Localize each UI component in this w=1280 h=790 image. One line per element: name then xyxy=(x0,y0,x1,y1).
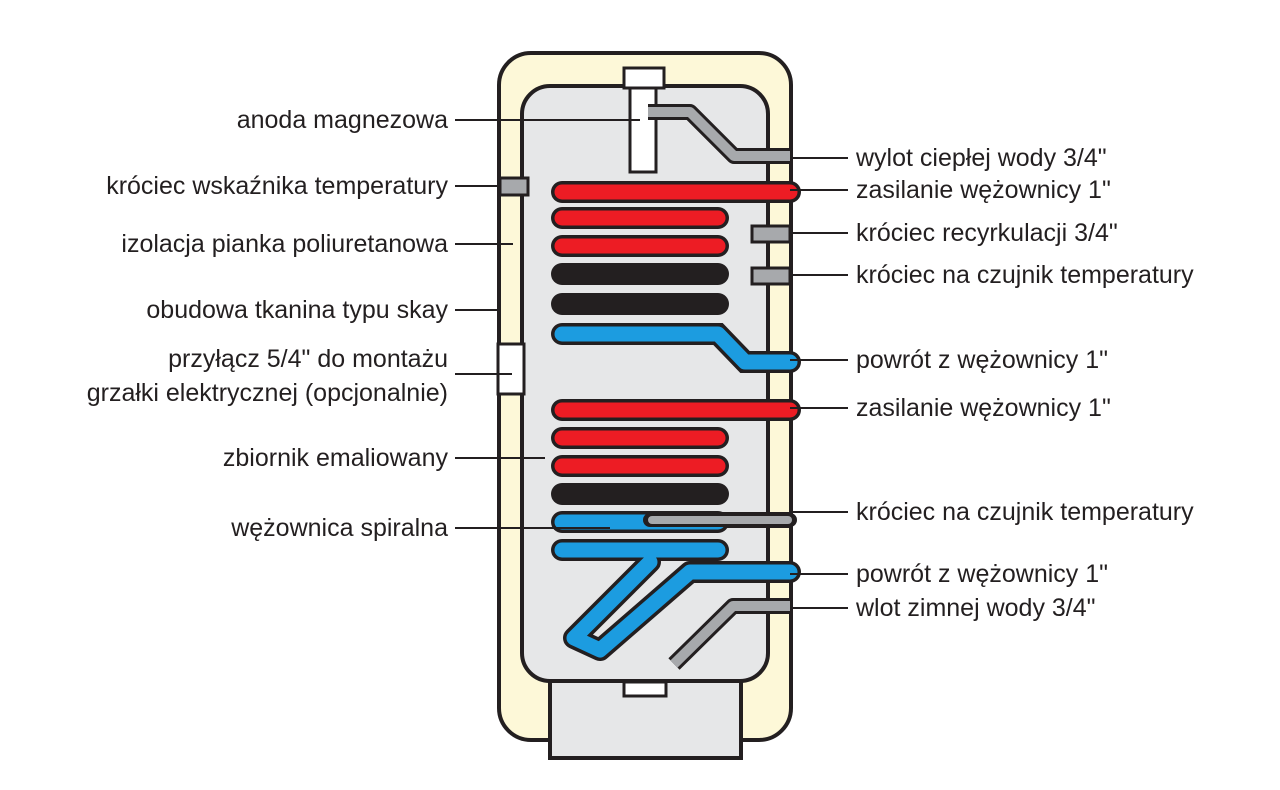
leader-lines-right xyxy=(790,157,848,609)
lower-coil xyxy=(551,399,801,661)
label-lower-coil-supply: zasilanie wężownicy 1" xyxy=(856,394,1111,422)
label-upper-coil-return: powrót z wężownicy 1" xyxy=(856,346,1108,374)
label-recirculation: króciec recyrkulacji 3/4" xyxy=(856,219,1118,247)
heater-port xyxy=(496,342,526,396)
label-heater-port-line1: przyłącz 5/4" do montażu xyxy=(168,345,448,373)
sensor-socket-upper xyxy=(750,266,792,286)
cold-water-inlet-pipe-fill xyxy=(670,601,790,668)
hot-water-outlet-pipe-fill xyxy=(648,107,790,161)
bottom-plug xyxy=(622,680,668,698)
label-sensor-upper: króciec na czujnik temperatury xyxy=(856,261,1194,289)
label-heater-port-line2: grzałki elektrycznej (opcjonalnie) xyxy=(87,379,448,407)
label-lower-coil-return: powrót z wężownicy 1" xyxy=(856,560,1108,588)
label-casing: obudowa tkanina typu skay xyxy=(146,296,448,324)
label-upper-coil-supply: zasilanie wężownicy 1" xyxy=(856,176,1111,204)
right-labels: wylot ciepłej wody 3/4" zasilanie wężown… xyxy=(855,144,1194,622)
temperature-indicator-socket xyxy=(498,176,530,197)
recirculation-socket xyxy=(750,224,792,244)
label-hot-water-outlet: wylot ciepłej wody 3/4" xyxy=(855,144,1107,172)
label-sensor-lower: króciec na czujnik temperatury xyxy=(856,498,1194,526)
upper-coil xyxy=(551,181,801,373)
anode-rod xyxy=(628,86,658,174)
label-anode: anoda magnezowa xyxy=(237,106,448,134)
label-temp-indicator-socket: króciec wskaźnika temperatury xyxy=(106,172,448,200)
label-cold-water-inlet: wlot zimnej wody 3/4" xyxy=(855,594,1096,622)
leader-lines-left xyxy=(455,119,640,529)
anode-cap xyxy=(622,66,666,90)
label-enamel-tank: zbiornik emaliowany xyxy=(223,444,449,472)
label-insulation: izolacja pianka poliuretanowa xyxy=(121,230,448,258)
left-labels: anoda magnezowa króciec wskaźnika temper… xyxy=(87,106,449,542)
label-spiral-coil: wężownica spiralna xyxy=(230,514,448,542)
enamel-tank xyxy=(520,84,770,683)
